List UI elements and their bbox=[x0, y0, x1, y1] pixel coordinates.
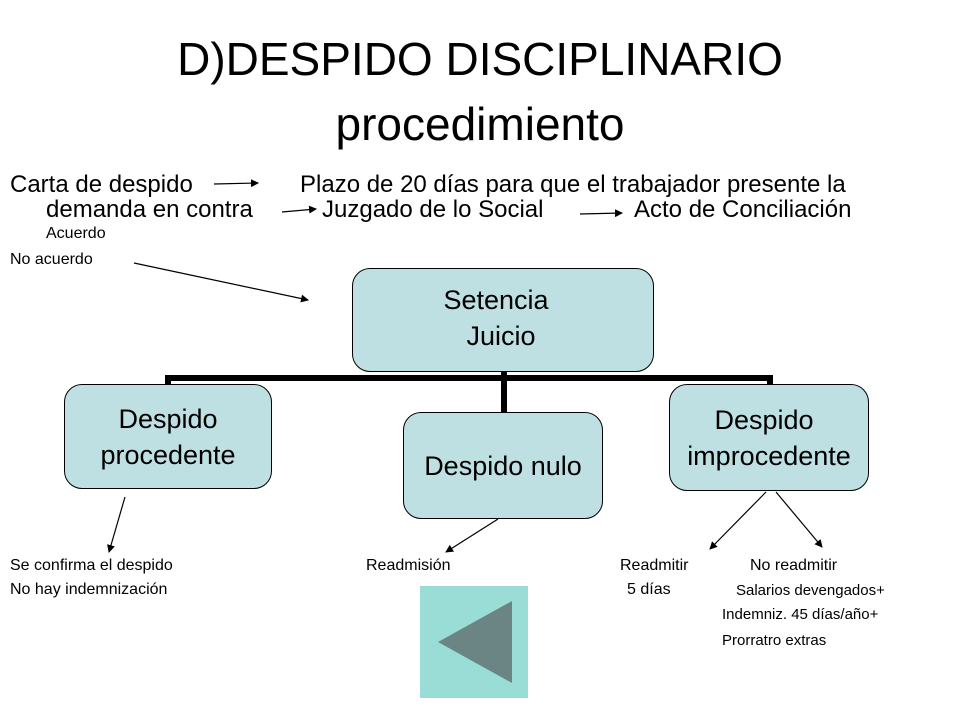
improcedente-line2: improcedente bbox=[687, 440, 851, 471]
arrow-procedente-outcome bbox=[107, 496, 126, 553]
outcome-readmitir: Readmitir bbox=[620, 557, 689, 574]
arrow-nulo-readmision bbox=[445, 518, 499, 553]
nulo-line1: Despido nulo bbox=[424, 450, 582, 481]
no-acuerdo-text: No acuerdo bbox=[10, 251, 93, 268]
acto-conciliacion-text: Acto de Conciliación bbox=[634, 196, 852, 223]
despido-improcedente-box: Despido improcedente bbox=[669, 384, 869, 491]
outcome-confirma-despido: Se confirma el despido bbox=[10, 557, 173, 574]
arrow-improcedente-readmitir bbox=[709, 491, 767, 550]
demanda-text: demanda en contra bbox=[46, 196, 253, 223]
outcome-no-indemnizacion: No hay indemnización bbox=[10, 581, 168, 598]
outcome-no-readmitir: No readmitir bbox=[750, 557, 838, 574]
despido-nulo-box: Despido nulo bbox=[403, 412, 603, 519]
acuerdo-text: Acuerdo bbox=[46, 225, 106, 242]
carta-despido-text: Carta de despido bbox=[10, 171, 193, 198]
triangle-left-icon bbox=[438, 601, 512, 683]
plazo-text: Plazo de 20 días para que el trabajador … bbox=[300, 171, 846, 198]
arrow-demanda-juzgado bbox=[281, 205, 317, 214]
outcome-salarios: Salarios devengados+ bbox=[736, 582, 885, 599]
back-button[interactable] bbox=[420, 586, 528, 698]
title-line-2: procedimiento bbox=[335, 98, 625, 150]
improcedente-line1: Despido bbox=[714, 404, 814, 435]
arrow-no-acuerdo-sentencia bbox=[133, 262, 309, 303]
outcome-prorrata: Prorratro extras bbox=[722, 632, 827, 649]
juzgado-text: Juzgado de lo Social bbox=[322, 196, 544, 223]
outcome-5-dias: 5 días bbox=[627, 581, 671, 598]
despido-procedente-box: Despido procedente bbox=[64, 384, 272, 489]
arrow-juzgado-acto bbox=[579, 209, 623, 218]
outcome-readmision: Readmisión bbox=[366, 557, 451, 574]
procedente-line1: Despido bbox=[118, 403, 218, 434]
sentencia-juicio-box: Setencia Juicio bbox=[352, 268, 654, 372]
procedente-line2: procedente bbox=[100, 439, 236, 470]
arrow-carta-plazo bbox=[213, 179, 259, 188]
juicio-label: Juicio bbox=[466, 321, 536, 351]
arrow-improcedente-no-readmitir bbox=[775, 491, 823, 548]
title-line-1: D)DESPIDO DISCIPLINARIO bbox=[177, 33, 783, 85]
sentencia-label: Setencia bbox=[443, 285, 549, 315]
outcome-indemnizacion: Indemniz. 45 días/año+ bbox=[722, 606, 879, 623]
